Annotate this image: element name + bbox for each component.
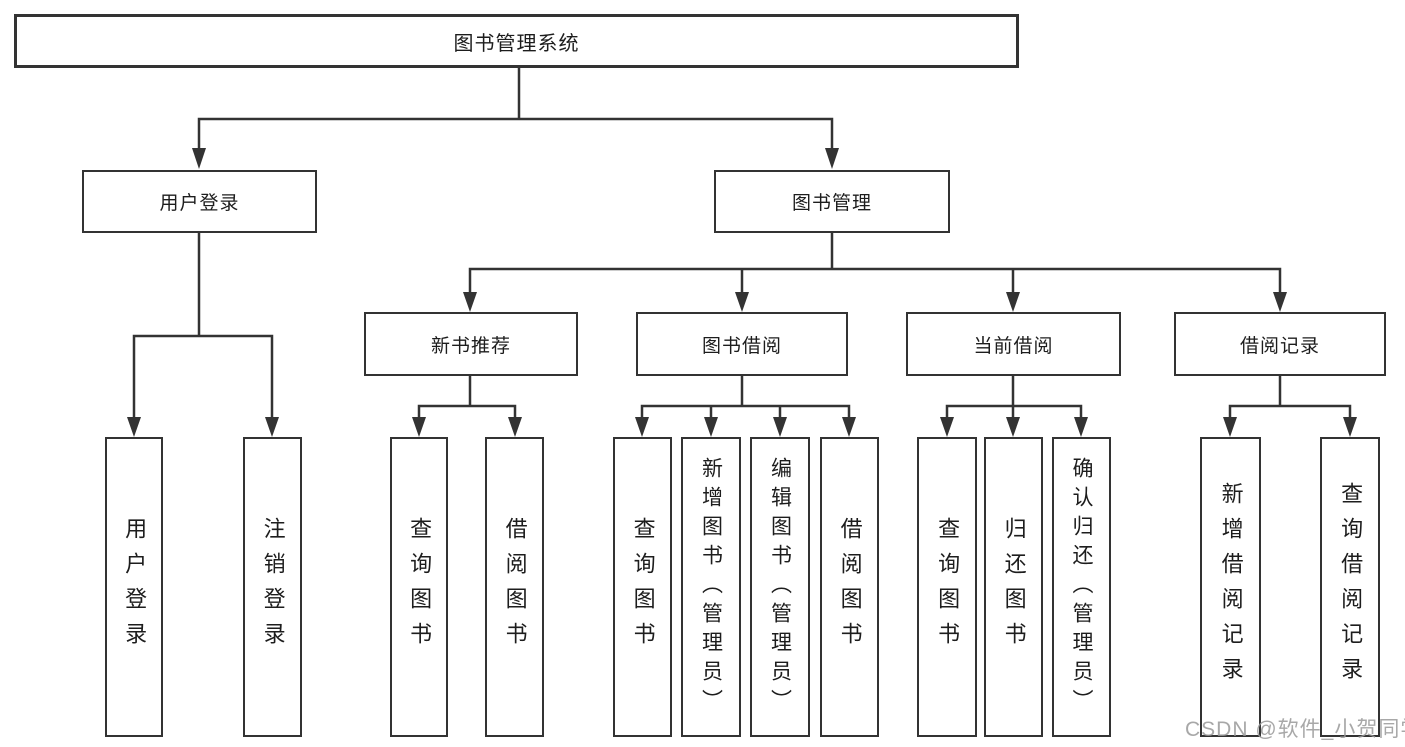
- leaf-add-borrow-record: 新增借阅记录: [1200, 437, 1261, 737]
- leaf-return-books: 归还图书: [984, 437, 1043, 737]
- node-label: 当前借阅: [973, 335, 1054, 357]
- node-user-login: 用户登录: [82, 170, 317, 233]
- node-label: 图书管理: [791, 193, 872, 214]
- node-book-borrowing: 图书借阅: [636, 312, 848, 376]
- leaf-add-book-admin: 新增图书（管理员）: [681, 437, 741, 737]
- node-current-borrowing: 当前借阅: [906, 312, 1121, 376]
- leaf-borrow-books-borrowing: 借阅图书: [820, 437, 879, 737]
- leaf-query-books-borrowing: 查询图书: [613, 437, 672, 737]
- node-book-management: 图书管理: [714, 170, 950, 233]
- leaf-label: 编辑图书（管理员）: [768, 456, 792, 718]
- connector-current-borrow-children: [940, 374, 1088, 437]
- leaf-logout: 注销登录: [243, 437, 302, 737]
- csdn-watermark: CSDN @软件_小贺同学: [1185, 718, 1405, 741]
- leaf-label: 注销登录: [260, 517, 286, 657]
- connector-borrow-records-children: [1223, 374, 1357, 437]
- connector-book-management-children: [463, 231, 1287, 312]
- leaf-label: 查询借阅记录: [1338, 482, 1364, 692]
- leaf-label: 查询图书: [630, 517, 656, 657]
- node-library-management-system: 图书管理系统: [14, 14, 1019, 68]
- connector-book-borrow-children: [635, 374, 856, 437]
- leaf-label: 用户登录: [122, 517, 148, 657]
- node-label: 图书管理系统: [453, 32, 580, 55]
- leaf-label: 新增图书（管理员）: [699, 456, 723, 718]
- node-borrowing-records: 借阅记录: [1174, 312, 1386, 376]
- node-label: 图书借阅: [701, 335, 782, 357]
- node-new-book-recommendation: 新书推荐: [364, 312, 578, 376]
- leaf-label: 归还图书: [1001, 517, 1027, 657]
- leaf-query-borrow-record: 查询借阅记录: [1320, 437, 1380, 737]
- leaf-query-books-newbook: 查询图书: [390, 437, 448, 737]
- node-label: 新书推荐: [430, 335, 511, 357]
- connector-new-book-children: [412, 374, 522, 437]
- leaf-label: 借阅图书: [502, 517, 528, 657]
- leaf-query-books-current: 查询图书: [917, 437, 977, 737]
- leaf-label: 查询图书: [407, 517, 433, 657]
- leaf-label: 借阅图书: [837, 517, 863, 657]
- leaf-label: 查询图书: [935, 517, 961, 657]
- leaf-confirm-return-admin: 确认归还（管理员）: [1052, 437, 1111, 737]
- leaf-edit-book-admin: 编辑图书（管理员）: [750, 437, 810, 737]
- leaf-user-login: 用户登录: [105, 437, 163, 737]
- connector-root-to-branches: [192, 66, 839, 169]
- leaf-borrow-books-newbook: 借阅图书: [485, 437, 544, 737]
- node-label: 用户登录: [159, 193, 240, 214]
- leaf-label: 新增借阅记录: [1218, 482, 1244, 692]
- leaf-label: 确认归还（管理员）: [1070, 456, 1094, 718]
- node-label: 借阅记录: [1239, 335, 1320, 357]
- connector-user-login-children: [127, 231, 279, 437]
